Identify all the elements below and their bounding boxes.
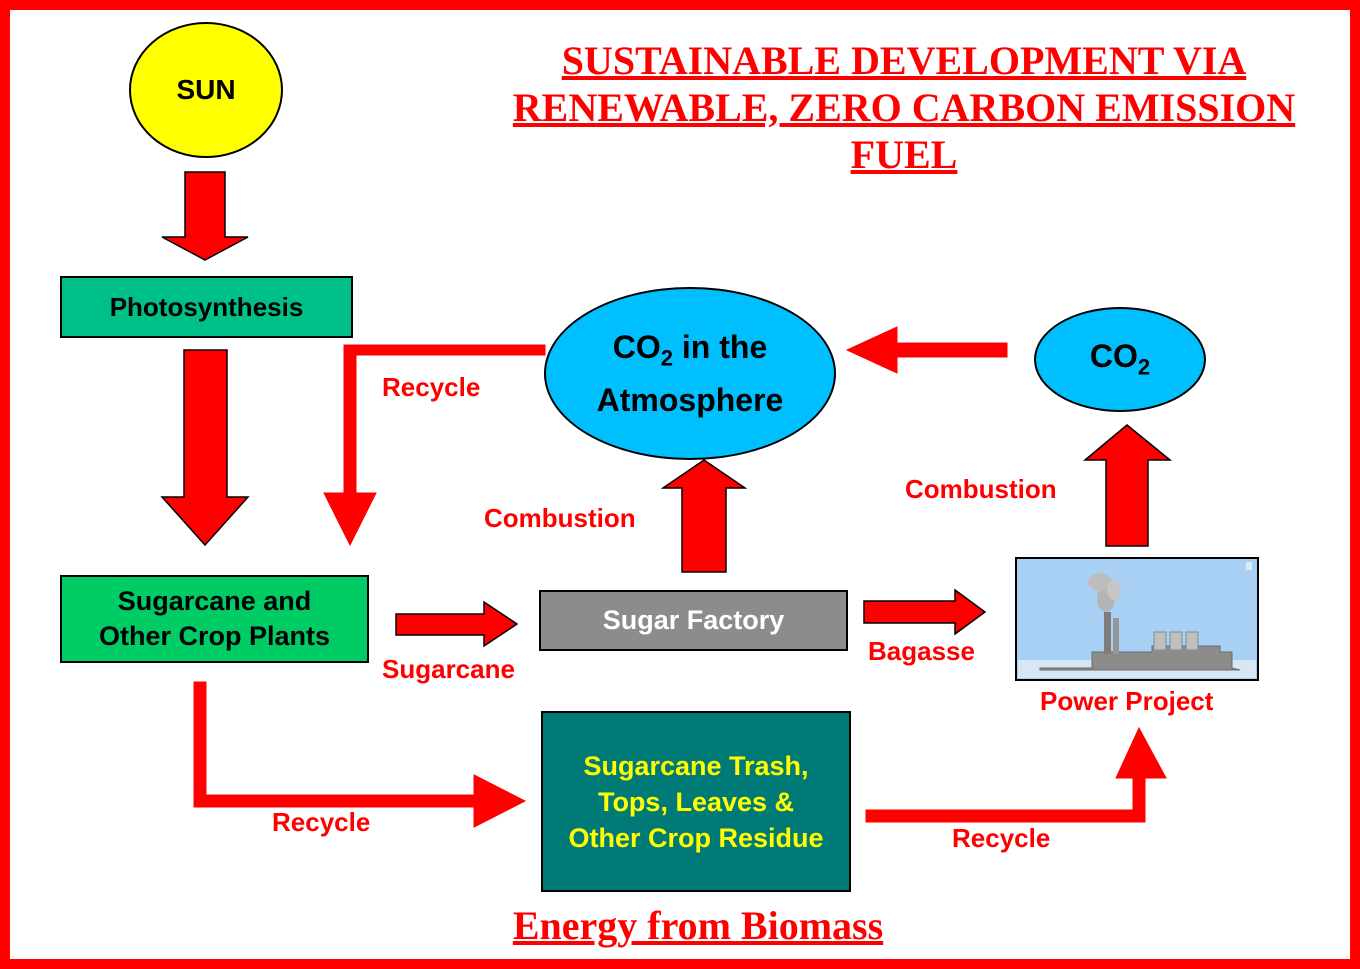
arrow-factory-combustion: [660, 459, 748, 573]
co2-oval-label: CO2: [1090, 338, 1150, 380]
co2-atmosphere-oval: CO2 in the Atmosphere: [544, 287, 836, 460]
recycle-label-bottom-left: Recycle: [272, 807, 371, 837]
co2-subscript: 2: [1137, 354, 1151, 380]
trash-box: Sugarcane Trash, Tops, Leaves & Other Cr…: [541, 711, 851, 892]
arrow-co2-to-atmosphere: [845, 326, 1008, 374]
arrow-bagasse: [863, 588, 987, 636]
combustion-label-factory: Combustion: [484, 503, 636, 533]
co2-atmosphere-co: CO: [612, 328, 661, 365]
sugar-factory-box: Sugar Factory: [539, 590, 848, 651]
co2-co: CO: [1089, 338, 1138, 375]
bagasse-label: Bagasse: [868, 636, 975, 666]
arrow-power-combustion: [1082, 424, 1173, 547]
photosynthesis-box: Photosynthesis: [60, 276, 353, 338]
arrow-photosynthesis-to-crops: [160, 349, 250, 547]
co2-atmosphere-line-1: CO2 in the: [613, 326, 767, 379]
photosynthesis-label: Photosynthesis: [109, 291, 304, 322]
footer-title: Energy from Biomass: [512, 903, 884, 948]
sun-label: SUN: [176, 74, 236, 105]
power-plant-image: [1015, 557, 1259, 681]
power-project-label: Power Project: [1040, 686, 1214, 716]
arrow-sugarcane: [395, 600, 519, 648]
sugarcane-label: Sugarcane: [382, 654, 515, 684]
sun-node: SUN: [130, 60, 282, 120]
trash-label-line-2: Tops, Leaves &: [597, 786, 795, 817]
arrow-recycle-trash-to-power: [865, 726, 1167, 823]
combustion-label-power: Combustion: [905, 474, 1057, 504]
title-line-1: SUSTAINABLE DEVELOPMENT VIA: [561, 38, 1247, 83]
recycle-label-bottom-right: Recycle: [952, 823, 1051, 853]
trash-label-line-1: Sugarcane Trash,: [583, 750, 809, 781]
crops-label-line-1: Sugarcane and: [117, 586, 312, 616]
sun-shape: [129, 22, 283, 158]
sugar-factory-label: Sugar Factory: [602, 605, 785, 635]
title-line-2: RENEWABLE, ZERO CARBON EMISSION: [512, 85, 1296, 130]
co2-atmosphere-subscript: 2: [660, 345, 674, 371]
co2-atmosphere-line-2: Atmosphere: [596, 382, 784, 419]
co2-oval: CO2: [1034, 307, 1206, 412]
recycle-label-top: Recycle: [382, 372, 481, 402]
arrow-recycle-crops-to-trash: [193, 681, 527, 828]
crops-box: Sugarcane and Other Crop Plants: [60, 575, 369, 663]
page-title: SUSTAINABLE DEVELOPMENT VIA RENEWABLE, Z…: [470, 37, 1338, 178]
title-line-3: FUEL: [850, 132, 958, 177]
trash-label-line-3: Other Crop Residue: [568, 822, 824, 853]
arrow-sun-to-photosynthesis: [161, 171, 249, 261]
arrow-recycle-atmosphere-to-crops: [323, 344, 546, 547]
co2-atmosphere-rest: in the: [673, 328, 768, 365]
crops-label-line-2: Other Crop Plants: [98, 621, 331, 651]
